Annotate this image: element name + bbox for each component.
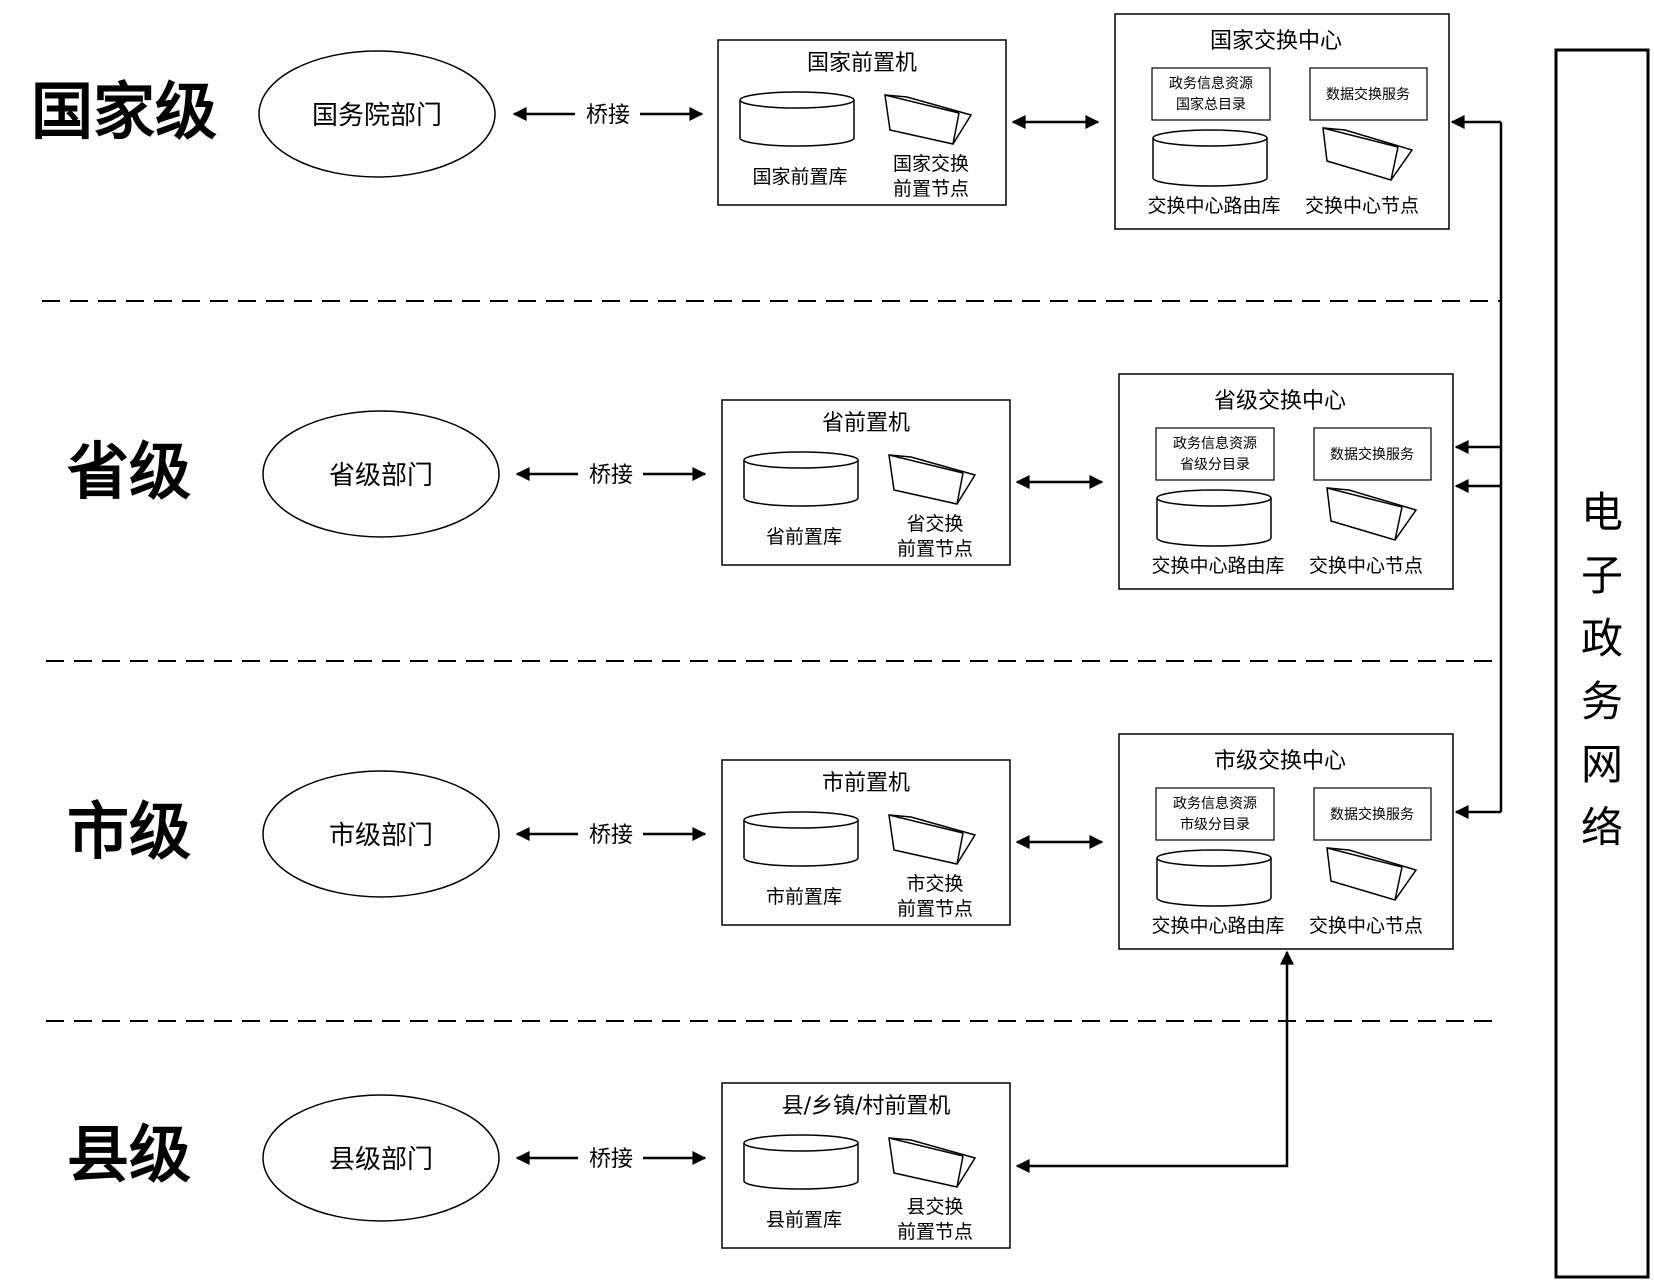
level-label-city: 市级 xyxy=(67,795,191,868)
routing-db-label: 交换中心路由库 xyxy=(1147,195,1280,217)
network-char-4: 务 xyxy=(1581,677,1623,726)
exchange-center-title: 省级交换中心 xyxy=(1214,389,1346,414)
front-machine-city: 市前置机 市前置库 市交换 前置节点 xyxy=(721,759,1011,926)
bridge-arrow-national: 桥接 xyxy=(512,103,704,128)
exchange-center-province: 省级交换中心 政务信息资源 省级分目录 数据交换服务 交换中心路由库 交换中心节… xyxy=(1118,373,1454,590)
department-city: 市级部门 xyxy=(262,770,500,898)
network-char-1: 电 xyxy=(1581,488,1623,537)
service-label: 数据交换服务 xyxy=(1326,86,1410,103)
link-arrow-county-to-city xyxy=(1015,950,1294,1173)
catalog-label-line1: 政务信息资源 xyxy=(1173,435,1257,452)
network-char-5: 网 xyxy=(1581,740,1623,789)
front-node-icon xyxy=(884,94,973,145)
department-label: 国务院部门 xyxy=(312,101,442,131)
level-label-province: 省级 xyxy=(67,435,191,508)
routing-db-label: 交换中心路由库 xyxy=(1151,915,1284,937)
front-db-icon xyxy=(739,91,855,147)
network-char-3: 政 xyxy=(1581,614,1623,663)
front-node-label-line2: 前置节点 xyxy=(897,898,973,920)
front-db-label: 国家前置库 xyxy=(752,166,847,188)
network-char-2: 子 xyxy=(1581,551,1623,600)
bridge-label: 桥接 xyxy=(589,463,633,488)
bridge-label: 桥接 xyxy=(586,103,630,128)
front-node-label-line2: 前置节点 xyxy=(897,1221,973,1243)
service-label: 数据交换服务 xyxy=(1330,806,1414,823)
routing-db-icon xyxy=(1156,849,1272,907)
department-label: 县级部门 xyxy=(329,1145,433,1175)
data-exchange-service-box xyxy=(1313,427,1432,481)
front-machine-county: 县/乡镇/村前置机 县前置库 县交换 前置节点 xyxy=(721,1082,1011,1249)
front-db-label: 县前置库 xyxy=(766,1209,842,1231)
front-node-label-line1: 国家交换 xyxy=(893,153,969,175)
catalog-label-line1: 政务信息资源 xyxy=(1173,795,1257,812)
routing-db-icon xyxy=(1156,489,1272,547)
resource-catalog-box xyxy=(1155,787,1275,841)
center-node-label: 交换中心节点 xyxy=(1309,915,1423,937)
front-machine-national: 国家前置机 国家前置库 国家交换 前置节点 xyxy=(717,39,1007,206)
bridge-arrow-province: 桥接 xyxy=(515,463,707,488)
center-node-icon xyxy=(1322,127,1414,181)
bridge-arrow-county: 桥接 xyxy=(515,1147,707,1172)
exchange-center-national: 国家交换中心 政务信息资源 国家总目录 数据交换服务 交换中心路由库 交换中心节… xyxy=(1114,13,1450,230)
level-label-national: 国家级 xyxy=(31,75,217,148)
catalog-label-line1: 政务信息资源 xyxy=(1169,75,1253,92)
center-node-icon xyxy=(1326,487,1418,541)
e-government-network: 电 子 政 务 网 络 xyxy=(1554,48,1650,1279)
routing-db-label: 交换中心路由库 xyxy=(1151,555,1284,577)
exchange-center-city: 市级交换中心 政务信息资源 市级分目录 数据交换服务 交换中心路由库 交换中心节… xyxy=(1118,733,1454,950)
front-machine-title: 市前置机 xyxy=(822,771,910,796)
front-machine-title: 国家前置机 xyxy=(807,51,917,76)
bridge-arrow-city: 桥接 xyxy=(515,823,707,848)
front-node-label-line2: 前置节点 xyxy=(897,538,973,560)
front-node-label-line1: 省交换 xyxy=(906,513,963,535)
bridge-label: 桥接 xyxy=(589,1147,633,1172)
department-national: 国务院部门 xyxy=(258,50,496,178)
center-node-label: 交换中心节点 xyxy=(1309,555,1423,577)
department-label: 省级部门 xyxy=(329,461,433,491)
data-exchange-service-box xyxy=(1309,67,1428,121)
front-db-icon xyxy=(743,451,859,507)
front-db-icon xyxy=(743,1134,859,1190)
front-db-icon xyxy=(743,811,859,867)
front-machine-province: 省前置机 省前置库 省交换 前置节点 xyxy=(721,399,1011,566)
exchange-center-title: 国家交换中心 xyxy=(1210,29,1342,54)
data-exchange-service-box xyxy=(1313,787,1432,841)
center-node-icon xyxy=(1326,847,1418,901)
front-node-icon xyxy=(888,454,977,505)
front-db-label: 市前置库 xyxy=(766,886,842,908)
catalog-label-line2: 市级分目录 xyxy=(1180,816,1250,833)
resource-catalog-box xyxy=(1151,67,1271,121)
catalog-label-line2: 国家总目录 xyxy=(1176,96,1246,113)
network-char-6: 络 xyxy=(1581,803,1623,852)
front-machine-title: 县/乡镇/村前置机 xyxy=(782,1094,951,1119)
front-node-label-line2: 前置节点 xyxy=(893,178,969,200)
service-label: 数据交换服务 xyxy=(1330,446,1414,463)
catalog-label-line2: 省级分目录 xyxy=(1180,457,1250,473)
front-node-icon xyxy=(888,814,977,865)
department-county: 县级部门 xyxy=(262,1094,500,1222)
bridge-label: 桥接 xyxy=(589,823,633,848)
department-label: 市级部门 xyxy=(329,821,433,851)
level-label-county: 县级 xyxy=(67,1118,191,1191)
front-node-icon xyxy=(888,1137,977,1188)
department-province: 省级部门 xyxy=(262,410,500,538)
front-node-label-line1: 市交换 xyxy=(906,873,963,895)
front-db-label: 省前置库 xyxy=(766,526,842,548)
center-node-label: 交换中心节点 xyxy=(1305,195,1419,217)
routing-db-icon xyxy=(1152,129,1268,187)
front-node-label-line1: 县交换 xyxy=(906,1196,963,1218)
front-machine-title: 省前置机 xyxy=(822,411,910,436)
resource-catalog-box xyxy=(1155,427,1275,481)
exchange-center-title: 市级交换中心 xyxy=(1214,749,1346,774)
